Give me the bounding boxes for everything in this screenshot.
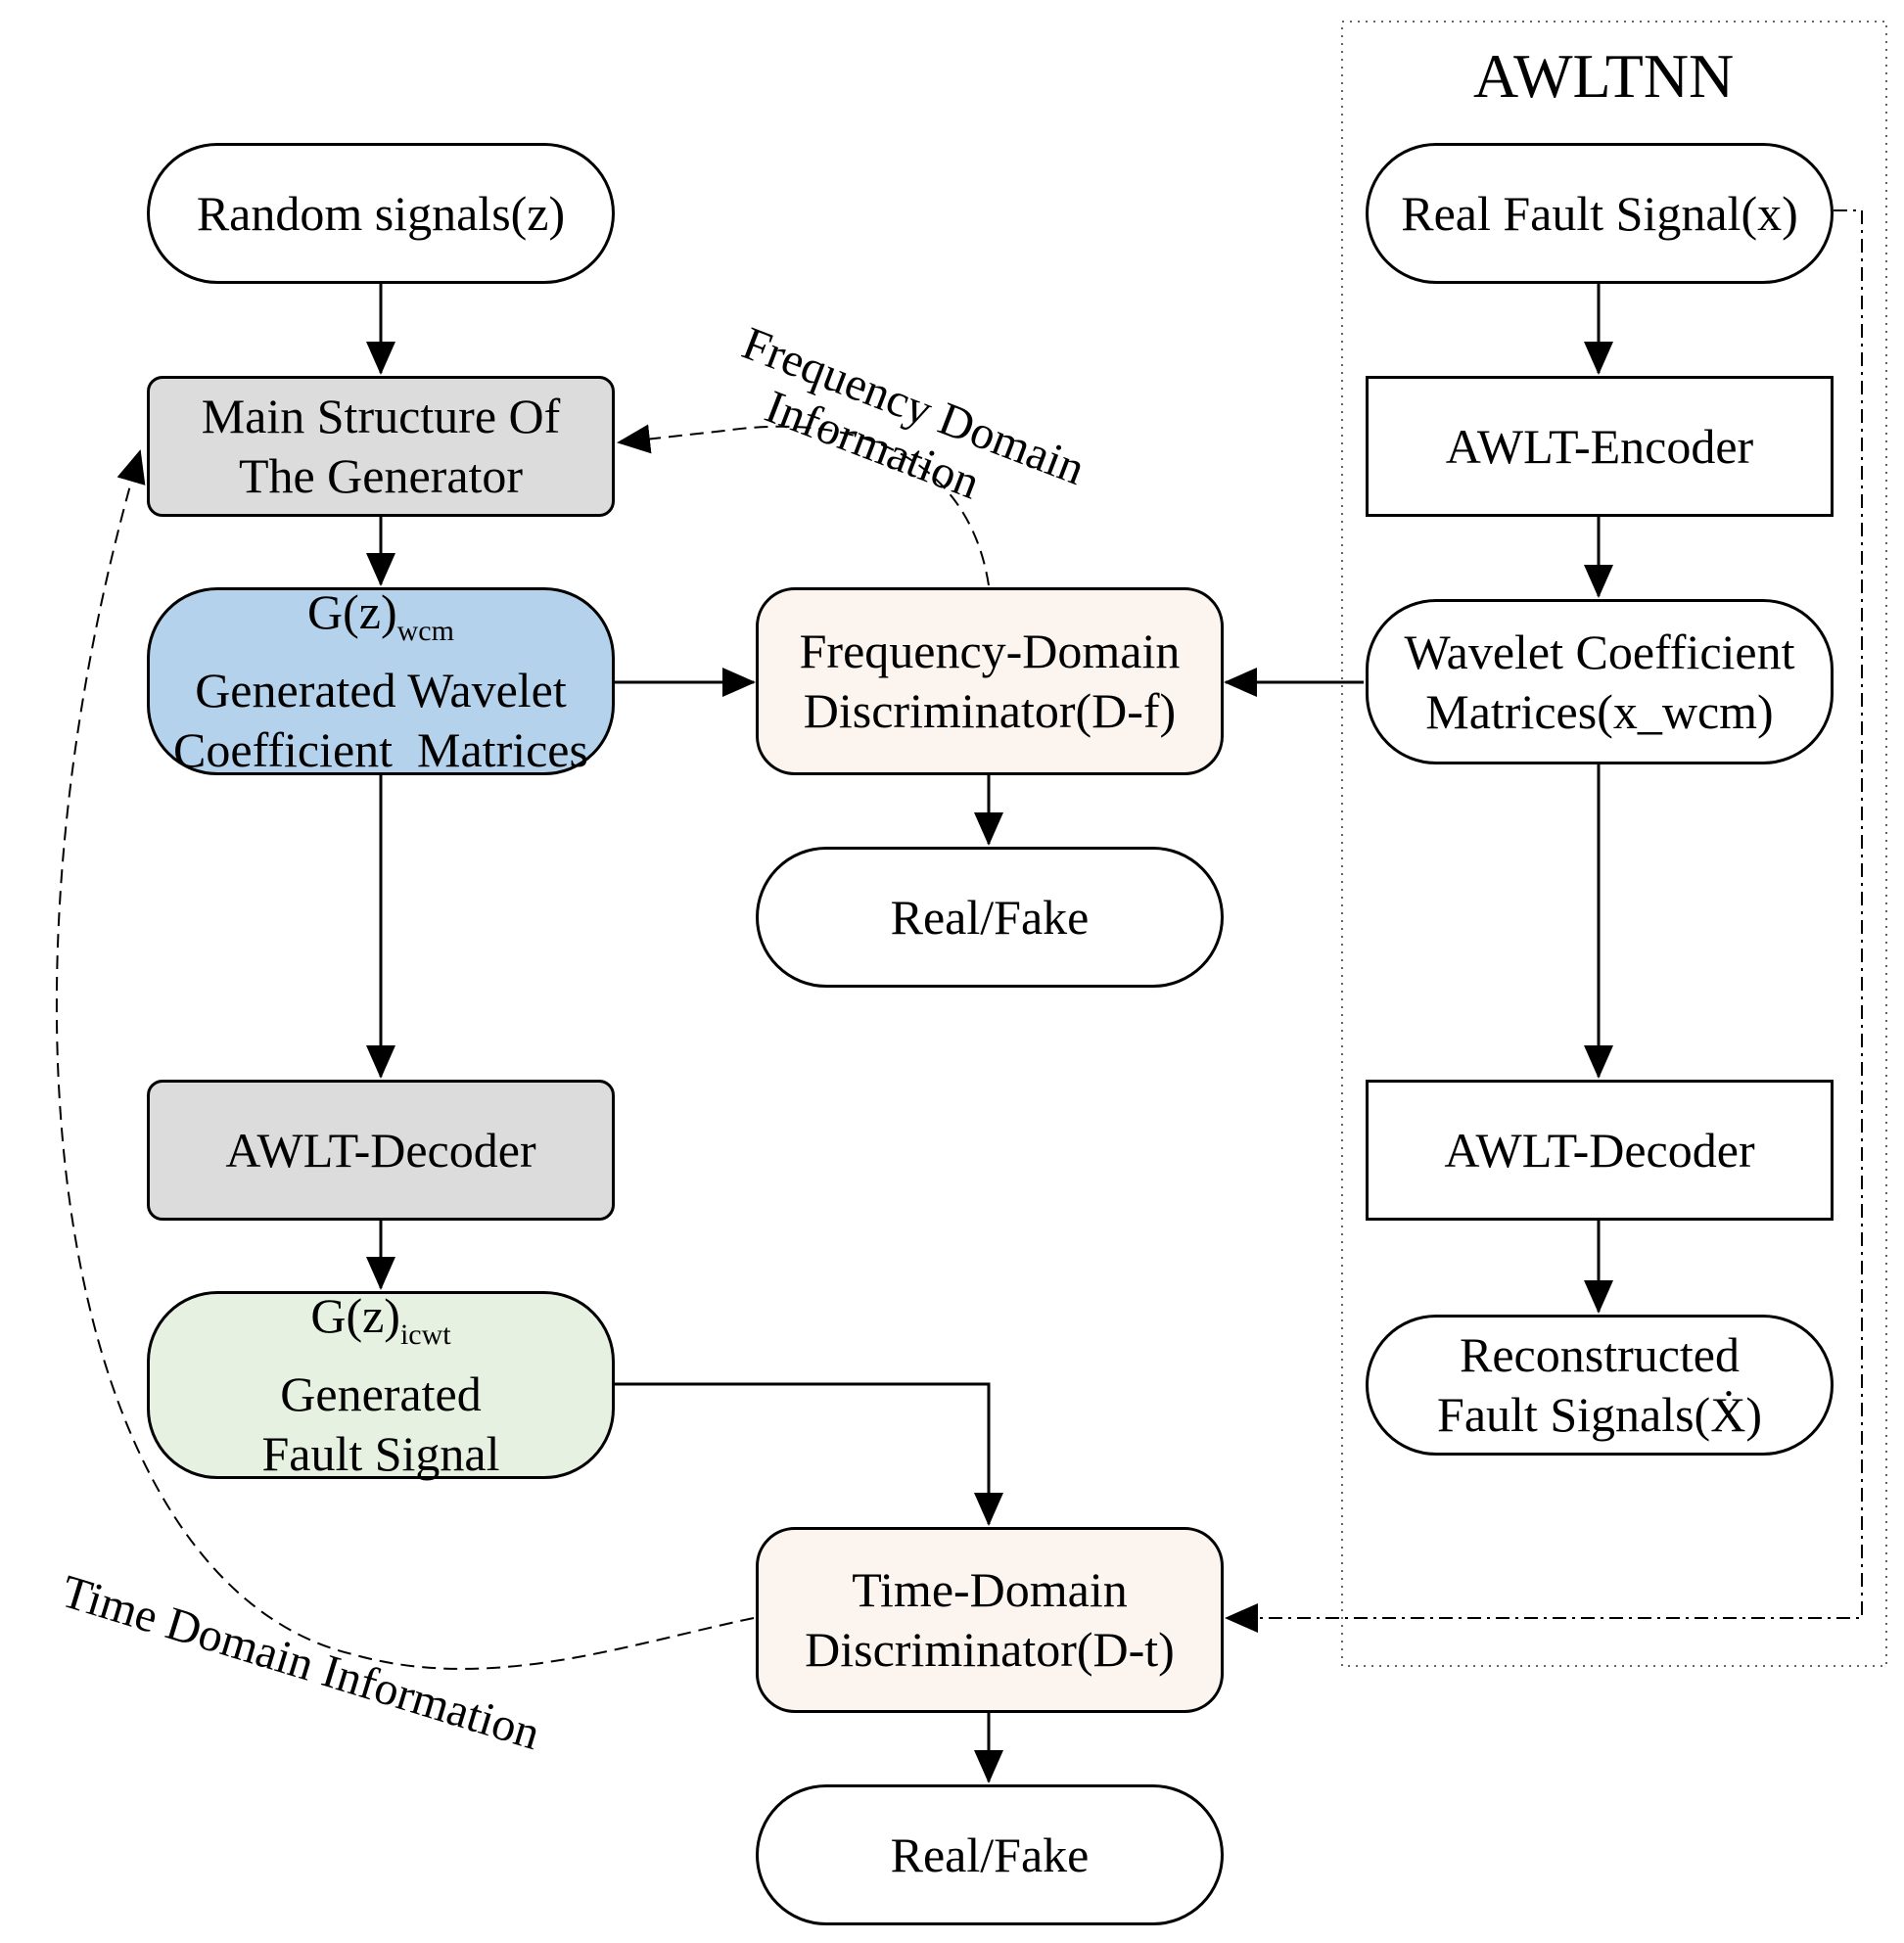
main-structure-node: Main Structure Of The Generator [147, 376, 615, 517]
real-fault-signal-label: Real Fault Signal(x) [1401, 185, 1798, 241]
awltnn-group-frame [1341, 21, 1887, 1667]
frequency-discriminator-line2: Discriminator(D-f) [803, 683, 1177, 738]
main-structure-line2: The Generator [238, 448, 524, 503]
time-discriminator-node: Time-Domain Discriminator(D-t) [756, 1527, 1224, 1713]
arrow-realfault-to-timedisc [1225, 209, 1863, 1633]
generated-icwt-line3: Fault Signal [261, 1426, 500, 1481]
awlt-encoder-node: AWLT-Encoder [1366, 376, 1834, 517]
generated-wcm-node: G(z)wcm Generated Wavelet Coefficient Ma… [147, 584, 615, 777]
feedback-time-curve [55, 449, 755, 1670]
awlt-encoder-label: AWLT-Encoder [1445, 418, 1754, 474]
generated-wcm-line2: Generated Wavelet [195, 663, 567, 717]
generated-wcm-symbol: G(z)wcm [307, 584, 454, 647]
time-discriminator-line1: Time-Domain [852, 1562, 1128, 1617]
awltnn-title: AWLTNN [1473, 41, 1735, 111]
awlt-decoder-left-label: AWLT-Decoder [225, 1122, 536, 1178]
generated-icwt-node: G(z)icwt Generated Fault Signal [147, 1288, 615, 1481]
generated-wcm-line3: Coefficient Matrices [173, 722, 588, 777]
real-fault-signal-node: Real Fault Signal(x) [1366, 143, 1834, 284]
reconstructed-line1: Reconstructed [1459, 1327, 1740, 1382]
reconstructed-line2: Fault Signals(Ẋ) [1437, 1387, 1762, 1442]
random-signals-node: Random signals(z) [147, 143, 615, 284]
real-fake-bottom-node: Real/Fake [756, 1784, 1224, 1925]
wavelet-matrices-line2: Matrices(x_wcm) [1425, 683, 1774, 739]
random-signals-label: Random signals(z) [196, 185, 566, 241]
reconstructed-signals-node: Reconstructed Fault Signals(Ẋ) [1366, 1315, 1834, 1456]
frequency-discriminator-node: Frequency-Domain Discriminator(D-f) [756, 587, 1224, 775]
frequency-discriminator-line1: Frequency-Domain [799, 624, 1181, 678]
main-structure-line1: Main Structure Of [201, 389, 561, 443]
awlt-decoder-left-node: AWLT-Decoder [147, 1080, 615, 1221]
real-fake-top-node: Real/Fake [756, 847, 1224, 988]
wavelet-matrices-node: Wavelet Coefficient Matrices(x_wcm) [1366, 599, 1834, 764]
generated-icwt-symbol: G(z)icwt [310, 1288, 451, 1351]
wavelet-matrices-line1: Wavelet Coefficient [1404, 624, 1795, 679]
time-discriminator-line2: Discriminator(D-t) [805, 1622, 1175, 1677]
generated-icwt-line2: Generated [280, 1366, 482, 1421]
real-fake-bottom-label: Real/Fake [890, 1827, 1090, 1882]
real-fake-top-label: Real/Fake [890, 889, 1090, 945]
awlt-decoder-right-node: AWLT-Decoder [1366, 1080, 1834, 1221]
awlt-decoder-right-label: AWLT-Decoder [1444, 1122, 1755, 1178]
arrow-icwt-to-timedisc [615, 1382, 1003, 1526]
feedback-frequency-curve [617, 424, 990, 586]
